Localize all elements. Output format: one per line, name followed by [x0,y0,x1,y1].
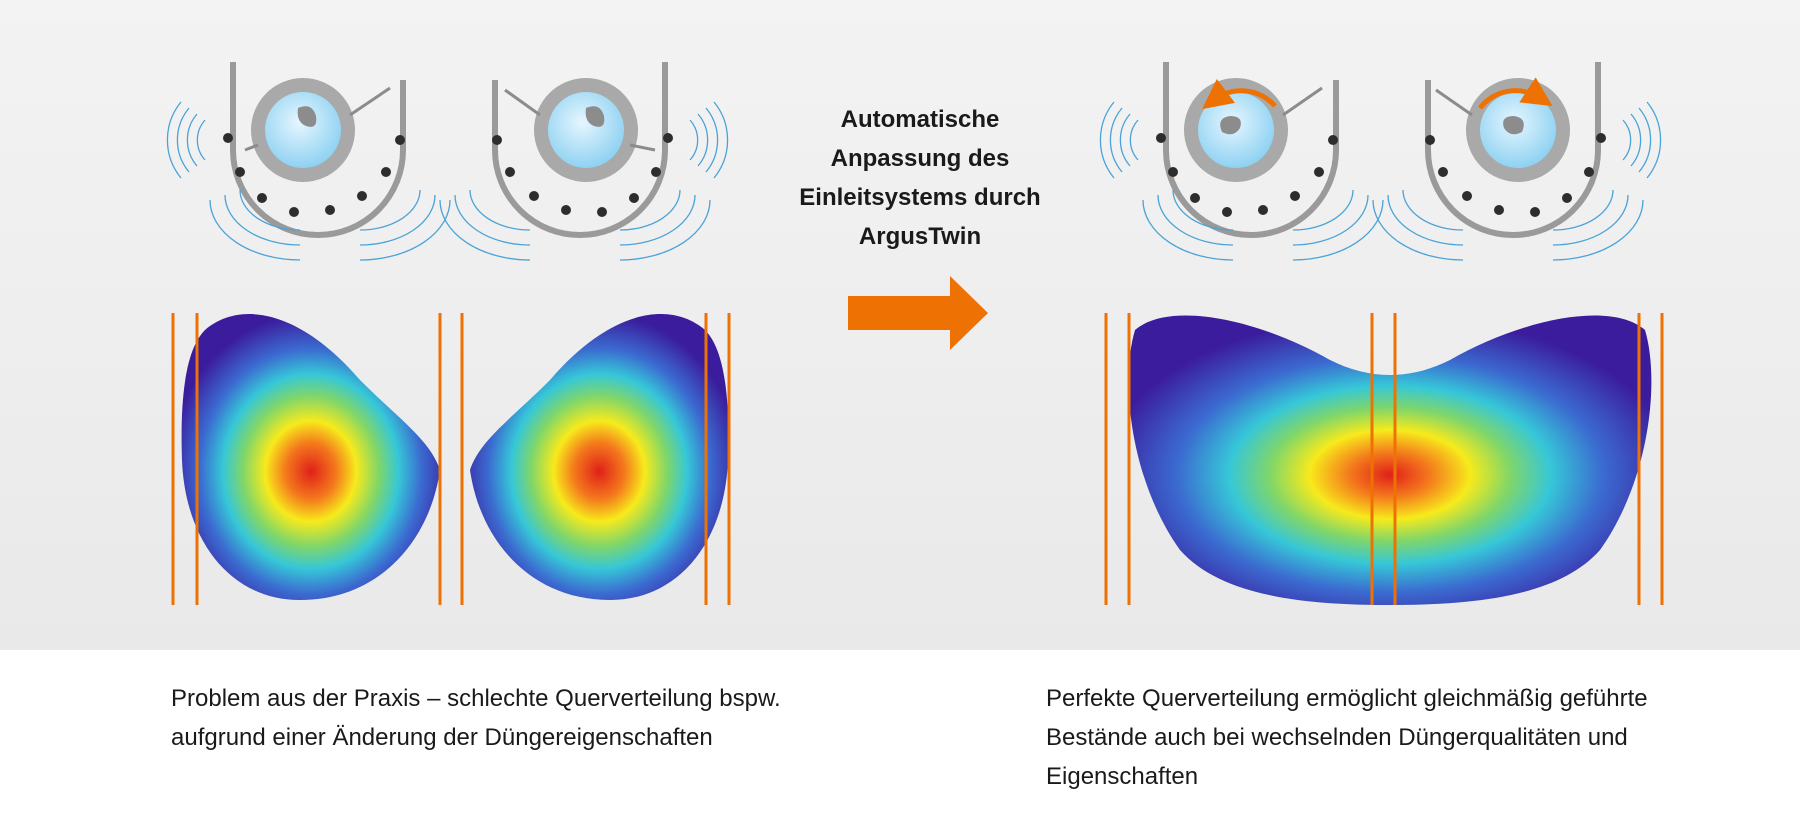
headline-line: Anpassung des [830,145,1010,172]
rotation-arrow-icon [1202,78,1277,110]
caption-line: Eigenschaften [1046,763,1199,790]
headline-line: Einleitsystems durch [799,184,1041,211]
sensor-wave-icon [166,101,729,261]
heatmap-poor-distribution [171,313,731,605]
rotation-arrow-icon [1478,77,1553,110]
spreader-disc-icon [1425,62,1601,238]
headline-line: Automatische [840,106,1000,133]
illustration-art [166,62,1664,605]
sensor-wave-icon [1099,101,1662,261]
caption-problem: Problem aus der Praxis – schlechte Querv… [171,679,831,757]
process-headline: Automatische Anpassung des Einleitsystem… [760,100,1080,256]
right-arrow-icon [848,276,988,350]
caption-line: aufgrund einer Änderung der Düngereigens… [171,724,713,751]
spreader-disc-icon [492,62,668,238]
spreader-left-pair [166,62,729,261]
spreader-right-pair [1099,62,1662,261]
caption-line: Perfekte Querverteilung ermöglicht gleic… [1046,685,1648,712]
caption-line: Bestände auch bei wechselnden Düngerqual… [1046,724,1628,751]
caption-line: Problem aus der Praxis – schlechte Querv… [171,685,781,712]
heatmap-even-distribution [1104,313,1664,605]
headline-line: ArgusTwin [858,223,982,250]
spreader-disc-icon [230,62,406,238]
spreader-disc-icon [1163,62,1339,238]
caption-solution: Perfekte Querverteilung ermöglicht gleic… [1046,679,1686,796]
